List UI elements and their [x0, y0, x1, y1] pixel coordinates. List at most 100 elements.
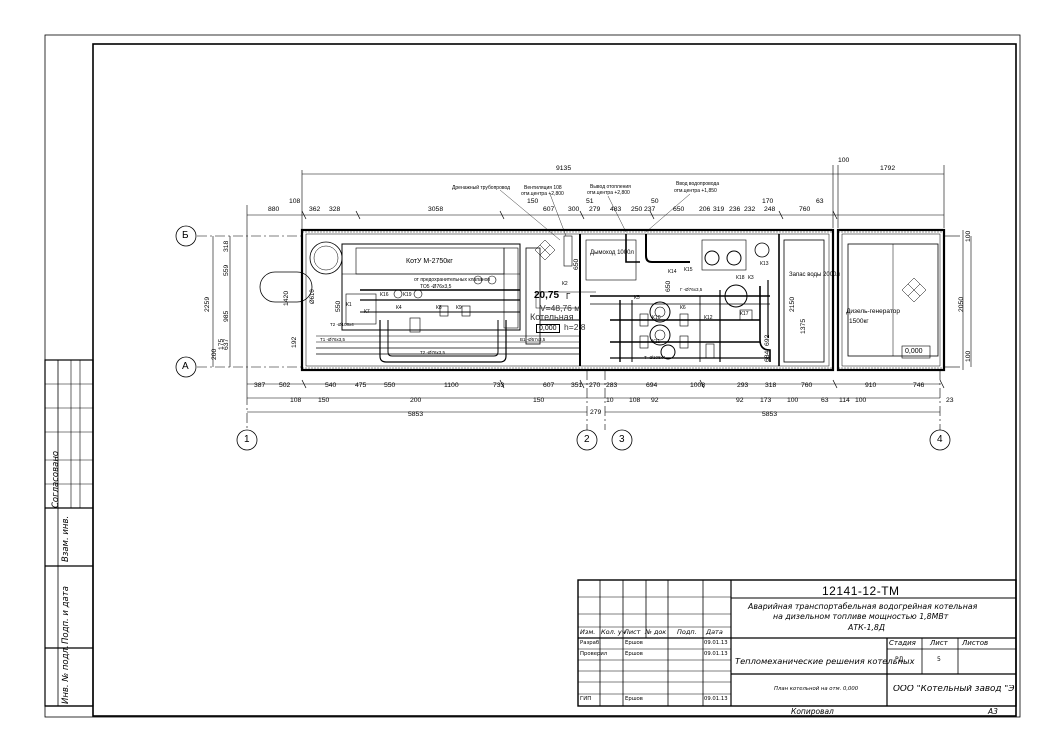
- valve-label: К4: [396, 305, 402, 311]
- stamp-role: ГИП: [580, 696, 592, 702]
- stamp-date: 09.01.13: [704, 640, 728, 646]
- note-water-inlet: Ввод водопровода: [676, 181, 720, 187]
- note-drain: Дренажный трубопровод: [452, 185, 511, 191]
- valve-label: К11: [652, 339, 661, 345]
- pipe-label: Г -Ø76х3,5: [680, 287, 703, 292]
- pipe-label: от предохранительных клапанов: [414, 277, 491, 283]
- valve-label: К6: [680, 305, 686, 311]
- dim-left: 192: [291, 336, 298, 348]
- room-height: h=2,8: [564, 322, 586, 332]
- dim-left: 2259: [204, 296, 211, 312]
- dim-bottom-2: 92: [736, 397, 744, 404]
- side-agreed-label: Согласовано: [51, 450, 61, 508]
- valve-label: К15: [684, 267, 693, 273]
- dim-bottom: 760: [801, 382, 813, 389]
- axis-row-b: Б: [182, 230, 189, 241]
- boiler-plan: [175, 165, 972, 451]
- room-mark: 0,000: [536, 324, 560, 333]
- dim-bottom: 550: [384, 382, 396, 389]
- generator-label: Дизель-генератор: [846, 308, 900, 315]
- dim-top: 3058: [428, 206, 444, 213]
- generator-mark: 0,000: [905, 348, 923, 355]
- sheet-number: 5: [937, 656, 941, 663]
- dim-inner: 2150: [789, 296, 796, 312]
- valve-label: К1: [346, 302, 352, 308]
- dim-bottom-2: 150: [533, 397, 545, 404]
- dim-top: 50: [651, 198, 659, 205]
- note-heating-level: отм.центра +2,800: [587, 190, 630, 196]
- dim-top: 279: [589, 206, 601, 213]
- generator-weight: 1500кг: [849, 318, 869, 325]
- dim-top: 880: [268, 206, 280, 213]
- dim-bottom: 910: [865, 382, 877, 389]
- dim-bottom: 387: [254, 382, 266, 389]
- boiler-label: КотУ М-2750кг: [406, 258, 453, 265]
- pipe-label: Т -Ø108х4: [644, 355, 666, 360]
- valve-label: К8: [436, 305, 442, 311]
- valve-label: К10: [652, 315, 661, 321]
- dim-bottom: 746: [913, 382, 925, 389]
- dim-bottom: 607: [543, 382, 555, 389]
- pipe-diameter-label: Ø610: [310, 289, 316, 304]
- side-inv-replaced-label: Взам. инв.: [61, 515, 71, 562]
- dim-bottom-2: 100: [855, 397, 867, 404]
- valve-label: К14: [668, 269, 677, 275]
- flue-tank-label: Дымоход 1000л: [590, 250, 634, 256]
- sheets-header: Листов: [962, 639, 989, 647]
- note-vent-level: отм.центра +2,800: [521, 191, 564, 197]
- water-tank-label: Запас воды 2000л: [789, 272, 840, 278]
- dim-top: 300: [568, 206, 580, 213]
- section-title: Тепломеханические решения котельных: [735, 656, 915, 666]
- dim-top: 232: [744, 206, 756, 213]
- dim-bottom: 270: [589, 382, 601, 389]
- dim-bottom: 351: [571, 382, 583, 389]
- room-area: 20,75: [534, 290, 560, 301]
- dim-bottom-2: 100: [787, 397, 799, 404]
- dim-bottom-2: 200: [410, 397, 422, 404]
- pipe-label: ТО5 -Ø76х3,5: [420, 284, 452, 290]
- dim-bottom: 540: [325, 382, 337, 389]
- stamp-date: 09.01.13: [704, 651, 728, 657]
- dim-279: 279: [590, 409, 602, 416]
- dim-overall-top: 9135: [556, 165, 572, 172]
- dim-inner: 1375: [800, 318, 807, 334]
- dim-bottom-2: 108: [629, 397, 641, 404]
- dim-bottom: 318: [765, 382, 777, 389]
- valve-label: К7: [364, 309, 370, 315]
- dim-top: 319: [713, 206, 725, 213]
- dim-top: 650: [673, 206, 685, 213]
- dim-right: 100: [965, 350, 972, 362]
- axis-col-2: 2: [584, 434, 590, 445]
- company-name: ООО "Котельный завод "Энерго: [893, 685, 1015, 694]
- project-title-1: Аварийная транспортабельная водогрейная …: [748, 602, 978, 611]
- dim-top: 483: [610, 206, 622, 213]
- valve-label: К16: [380, 292, 389, 298]
- dim-bottom-2: 10: [606, 397, 614, 404]
- dim-right: 2050: [958, 296, 965, 312]
- dim-right: 100: [965, 230, 972, 242]
- room-symbol: Г: [566, 292, 571, 301]
- dim-top: 206: [699, 206, 711, 213]
- pipe-label: Т1 -Ø76х3,5: [320, 337, 346, 342]
- dim-bottom-2: 173: [760, 397, 772, 404]
- col-sign: Подп.: [677, 628, 697, 636]
- stamp-role: Разраб.: [580, 640, 601, 646]
- title-block: [577, 579, 1017, 707]
- dim-bottom-2: 92: [651, 397, 659, 404]
- dim-top: 760: [799, 206, 811, 213]
- valve-label: К12: [704, 315, 713, 321]
- dim-top: 607: [543, 206, 555, 213]
- dim-left: 175: [218, 338, 225, 350]
- project-title-2: на дизельном топливе мощностью 1,8МВт: [773, 612, 949, 621]
- col-doc: № док: [645, 628, 667, 636]
- pipe-label: Т2 -Ø76х3,5: [420, 350, 446, 355]
- valve-label: К5: [634, 295, 640, 301]
- dim-top: 108: [289, 198, 301, 205]
- dim-top: 51: [586, 198, 594, 205]
- dim-bottom: 283: [606, 382, 618, 389]
- note-water-inlet-level: отм.центра +1,850: [674, 188, 717, 194]
- dim-left: 559: [223, 264, 230, 276]
- col-list: Лист: [624, 628, 641, 636]
- dim-inner: 692: [764, 334, 771, 346]
